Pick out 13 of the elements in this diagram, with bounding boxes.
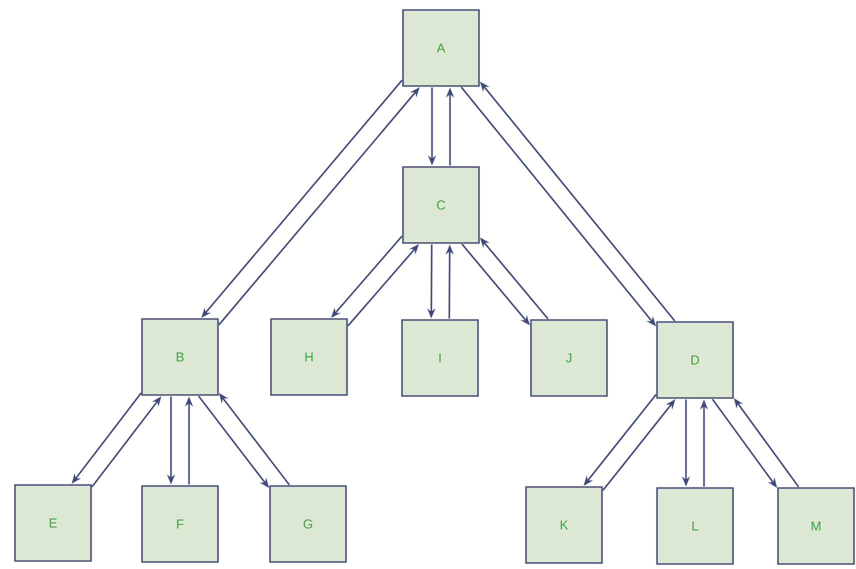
tree-box: H	[270, 318, 348, 396]
tree-box: K	[525, 486, 603, 564]
tree-box: A	[402, 9, 480, 87]
tree-box: D	[656, 321, 734, 399]
tree-box: C	[402, 166, 480, 244]
tree-box: M	[777, 487, 855, 565]
tree-box: F	[141, 485, 219, 563]
tree-box: I	[401, 319, 479, 397]
tree-box: E	[14, 484, 92, 562]
tree-box: L	[656, 487, 734, 565]
tree-box: J	[530, 319, 608, 397]
tree-box: G	[269, 485, 347, 563]
tree-box: B	[141, 318, 219, 396]
